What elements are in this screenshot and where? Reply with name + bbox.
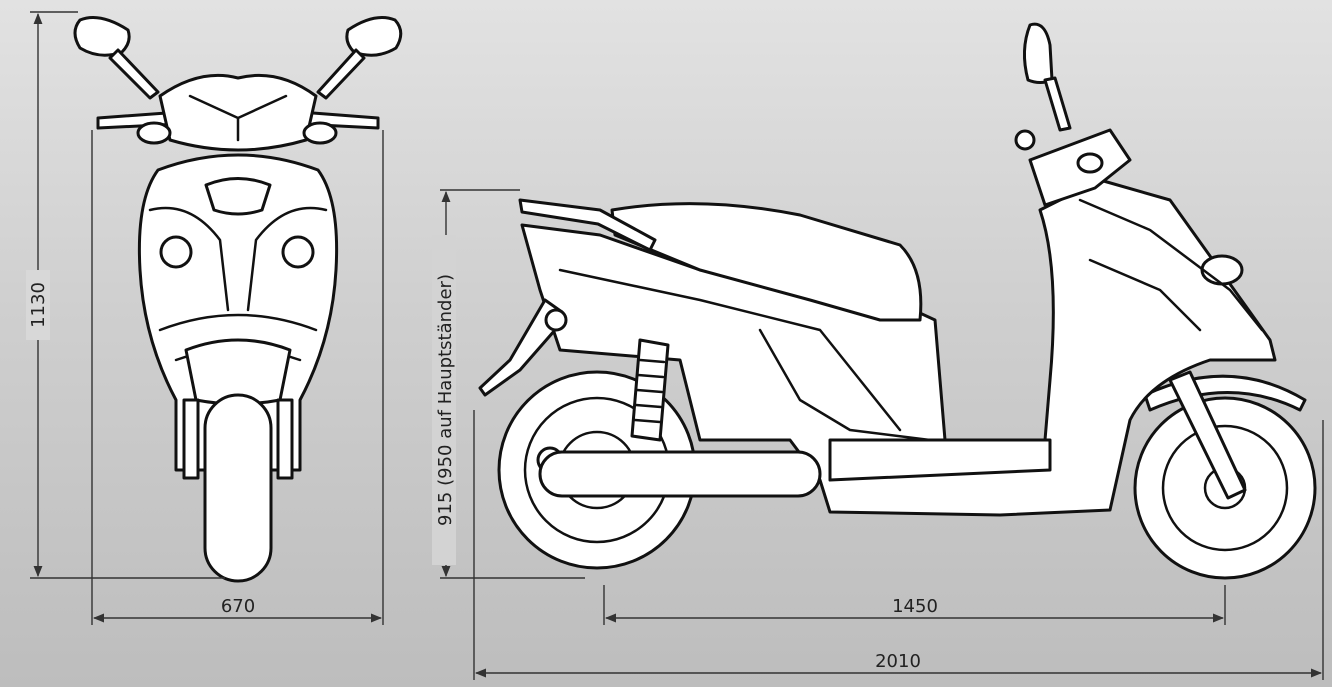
side-mirror-stem xyxy=(1043,76,1072,132)
wheelbase-extension-lines xyxy=(603,585,1226,625)
floorboard xyxy=(828,438,1052,482)
right-indicator xyxy=(302,121,338,145)
wheelbase-label: 1450 xyxy=(892,596,938,617)
side-handle-grip xyxy=(1014,129,1036,151)
left-mirror-stem xyxy=(108,48,160,100)
left-headlight xyxy=(159,235,193,269)
right-mirror-stem xyxy=(316,48,366,100)
fairing-crease xyxy=(148,206,328,312)
head-cowl xyxy=(158,73,318,152)
grab-rail xyxy=(518,198,657,252)
height-extension-lines xyxy=(30,11,225,579)
front-wheel-rim xyxy=(1161,424,1289,552)
width-extension-lines xyxy=(91,130,384,625)
rear-light xyxy=(544,308,568,332)
side-indicator xyxy=(1076,152,1104,174)
side-view-scooter xyxy=(478,22,1317,580)
front-fairing xyxy=(137,153,339,472)
length-extension-lines xyxy=(473,410,1324,680)
width-label: 670 xyxy=(221,596,255,617)
left-indicator xyxy=(136,121,172,145)
left-mirror xyxy=(73,16,131,57)
front-panel-lines xyxy=(1078,198,1264,332)
side-mirror xyxy=(1023,22,1054,84)
swingarm xyxy=(538,450,822,498)
seat-label-bg xyxy=(432,235,456,565)
total-height-label: 1130 xyxy=(28,282,49,328)
total-length-label: 2010 xyxy=(875,651,921,672)
seat-extension-lines xyxy=(440,189,585,579)
dimension-lines: 1130 670 915 (950 auf Hauptständer) 1450… xyxy=(26,11,1324,680)
right-headlight xyxy=(281,235,315,269)
side-panel-lines xyxy=(558,268,932,442)
head-cowl-detail xyxy=(188,94,288,142)
front-view-scooter xyxy=(73,16,403,583)
left-fork xyxy=(182,398,200,480)
front-tire xyxy=(203,393,273,583)
side-headlight xyxy=(1200,254,1244,286)
seat-height-label: 915 (950 auf Hauptständer) xyxy=(435,274,456,526)
seat xyxy=(610,202,923,322)
height-label-bg xyxy=(26,270,50,340)
front-upper-light xyxy=(204,177,272,216)
front-fork xyxy=(1168,370,1247,500)
shock-spring xyxy=(633,358,666,424)
right-fork xyxy=(276,398,294,480)
